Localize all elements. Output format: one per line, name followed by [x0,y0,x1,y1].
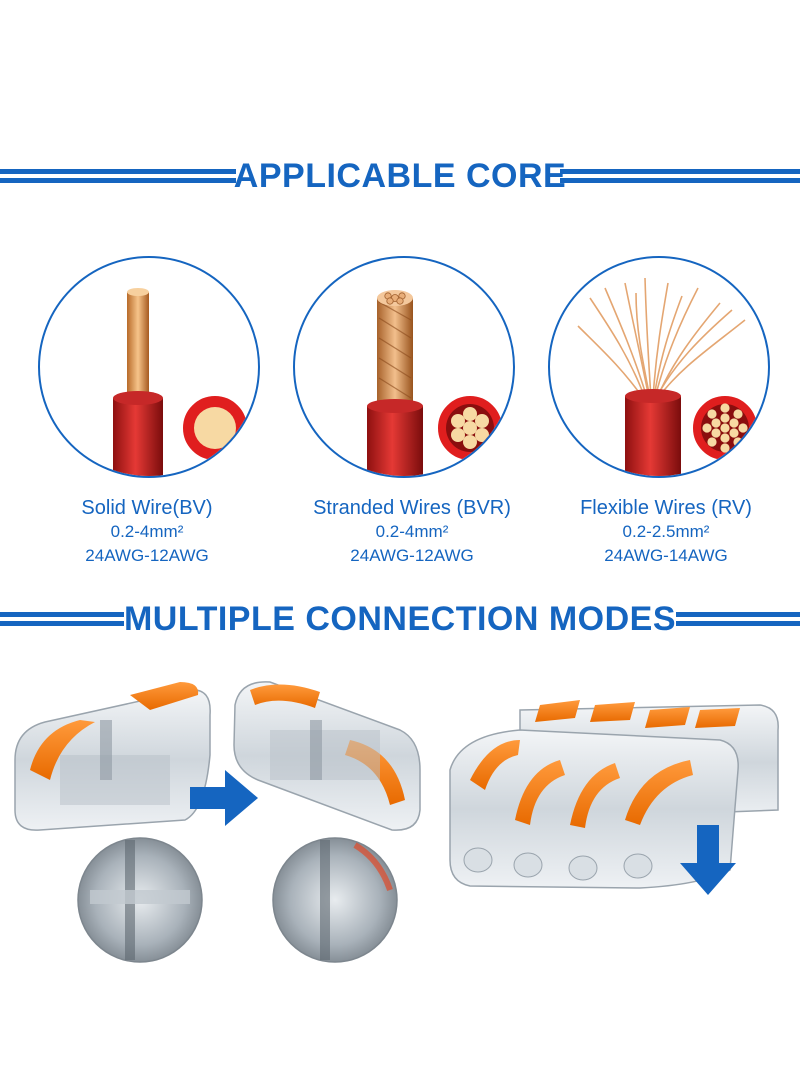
applicable-core-header: APPLICABLE CORE [0,156,800,196]
flexible-wire-label: Flexible Wires (RV) 0.2-2.5mm² 24AWG-14A… [536,496,796,568]
core-awg: 24AWG-12AWG [350,546,474,565]
t-connector-right [233,681,421,831]
core-name: Solid Wire(BV) [81,497,213,519]
arrow-down-icon [680,825,736,895]
header-rule [0,178,236,183]
core-area: 0.2-2.5mm² [622,522,710,541]
flexible-wire-illustration [548,256,770,478]
zoom-detail-right [272,837,398,963]
header-rule [560,169,800,174]
zoom-detail-left [77,837,203,963]
section-title: APPLICABLE CORE [233,157,567,195]
stacked-connectors [449,700,779,889]
core-area: 0.2-4mm² [375,522,449,541]
connection-modes-header: MULTIPLE CONNECTION MODES [0,599,800,639]
core-awg: 24AWG-12AWG [85,546,209,565]
arrow-right-icon [190,770,258,826]
section-title: MULTIPLE CONNECTION MODES [123,600,677,638]
stranded-wire-label: Stranded Wires (BVR) 0.2-4mm² 24AWG-12AW… [282,496,542,568]
header-rule [0,169,236,174]
stranded-wire-illustration [293,256,515,478]
core-awg: 24AWG-14AWG [604,546,728,565]
header-rule [0,621,124,626]
header-rule [676,621,800,626]
core-area: 0.2-4mm² [110,522,184,541]
connector-pair-illustration [14,681,779,963]
solid-wire-label: Solid Wire(BV) 0.2-4mm² 24AWG-12AWG [17,496,277,568]
core-name: Flexible Wires (RV) [580,497,752,519]
core-name: Stranded Wires (BVR) [313,497,511,519]
header-rule [0,612,124,617]
header-rule [560,178,800,183]
header-rule [676,612,800,617]
solid-wire-illustration [38,256,260,478]
t-connector-left [14,682,211,831]
